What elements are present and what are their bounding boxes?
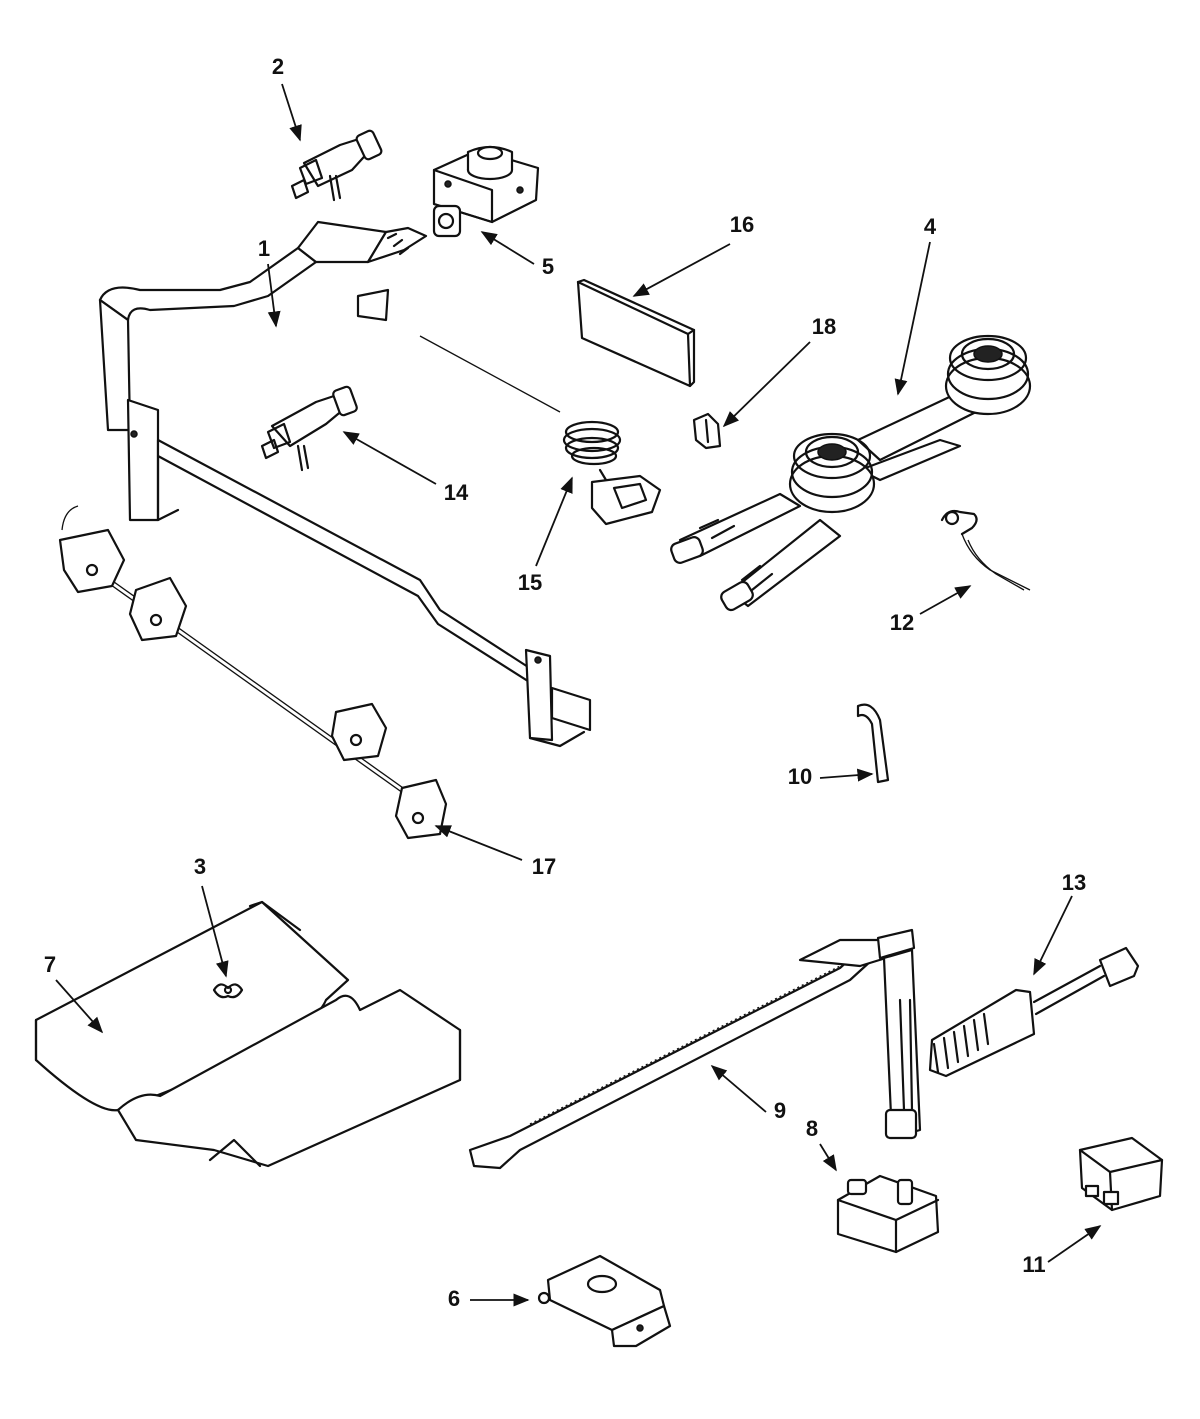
part-17-switch-harness-drawing: [58, 505, 448, 840]
leader-line-15: [535, 476, 573, 567]
part-5-regulator-drawing: [432, 145, 540, 238]
callout-label-11: 11: [1022, 1252, 1045, 1277]
part-1-manifold-drawing: [98, 220, 592, 748]
part-6-bracket-drawing: [537, 1254, 672, 1348]
callout-label-7: 7: [44, 952, 56, 977]
leader-line-16: [632, 243, 731, 297]
part-10-hose-drawing: [856, 703, 890, 784]
part-13-spark-module-drawing: [928, 946, 1140, 1078]
leader-line-5: [480, 231, 535, 265]
part-11-relay-drawing: [1078, 1136, 1164, 1212]
part-2-valve-drawing: [290, 129, 383, 202]
leader-line-18: [722, 341, 811, 428]
leader-line-12: [919, 585, 972, 615]
callout-label-17: 17: [532, 854, 556, 879]
callout-label-12: 12: [890, 610, 914, 635]
part-14-valve-drawing: [260, 385, 358, 472]
leader-line-2: [281, 83, 302, 142]
callout-label-3: 3: [194, 854, 206, 879]
callout-label-1: 1: [258, 236, 270, 261]
part-8-switch-drawing: [836, 1174, 940, 1254]
leader-line-7: [55, 979, 104, 1034]
callout-label-10: 10: [788, 764, 812, 789]
part-4-burner-assembly-drawing: [670, 334, 1032, 612]
callout-label-8: 8: [806, 1116, 818, 1141]
callout-label-15: 15: [518, 570, 542, 595]
part-3-wing-nut-drawing: [212, 983, 244, 999]
leader-line-8: [819, 1143, 837, 1172]
callout-label-5: 5: [542, 254, 554, 279]
callout-label-14: 14: [444, 480, 469, 505]
leader-line-1: [267, 263, 281, 328]
leader-line-4: [894, 241, 931, 396]
leader-line-17: [434, 825, 523, 861]
part-16-shield-drawing: [576, 278, 696, 388]
leader-line-9: [710, 1064, 767, 1113]
callout-label-18: 18: [812, 314, 836, 339]
leader-line-10: [819, 768, 874, 782]
part-15-thermocouple-drawing: [419, 335, 662, 526]
leader-line-14: [342, 431, 437, 485]
part-18-clip-drawing: [692, 412, 722, 450]
part-7-burner-pan-drawing: [34, 900, 462, 1168]
leader-line-3: [201, 885, 229, 978]
callout-label-13: 13: [1062, 870, 1086, 895]
callout-label-4: 4: [924, 214, 937, 239]
leader-line-11: [1047, 1225, 1102, 1263]
leader-line-13: [1033, 895, 1073, 976]
callout-label-2: 2: [272, 54, 284, 79]
part-12-igniter-drawing: [940, 509, 1031, 591]
leader-arrows: [55, 83, 1102, 1307]
callout-labels: 2 1 5 16 4 18 14 15 12 10 17 3 7 13 9 8 …: [44, 54, 1086, 1311]
part-9-burner-tube-drawing: [468, 928, 922, 1170]
callout-label-9: 9: [774, 1098, 786, 1123]
callout-label-6: 6: [448, 1286, 460, 1311]
callout-label-16: 16: [730, 212, 754, 237]
